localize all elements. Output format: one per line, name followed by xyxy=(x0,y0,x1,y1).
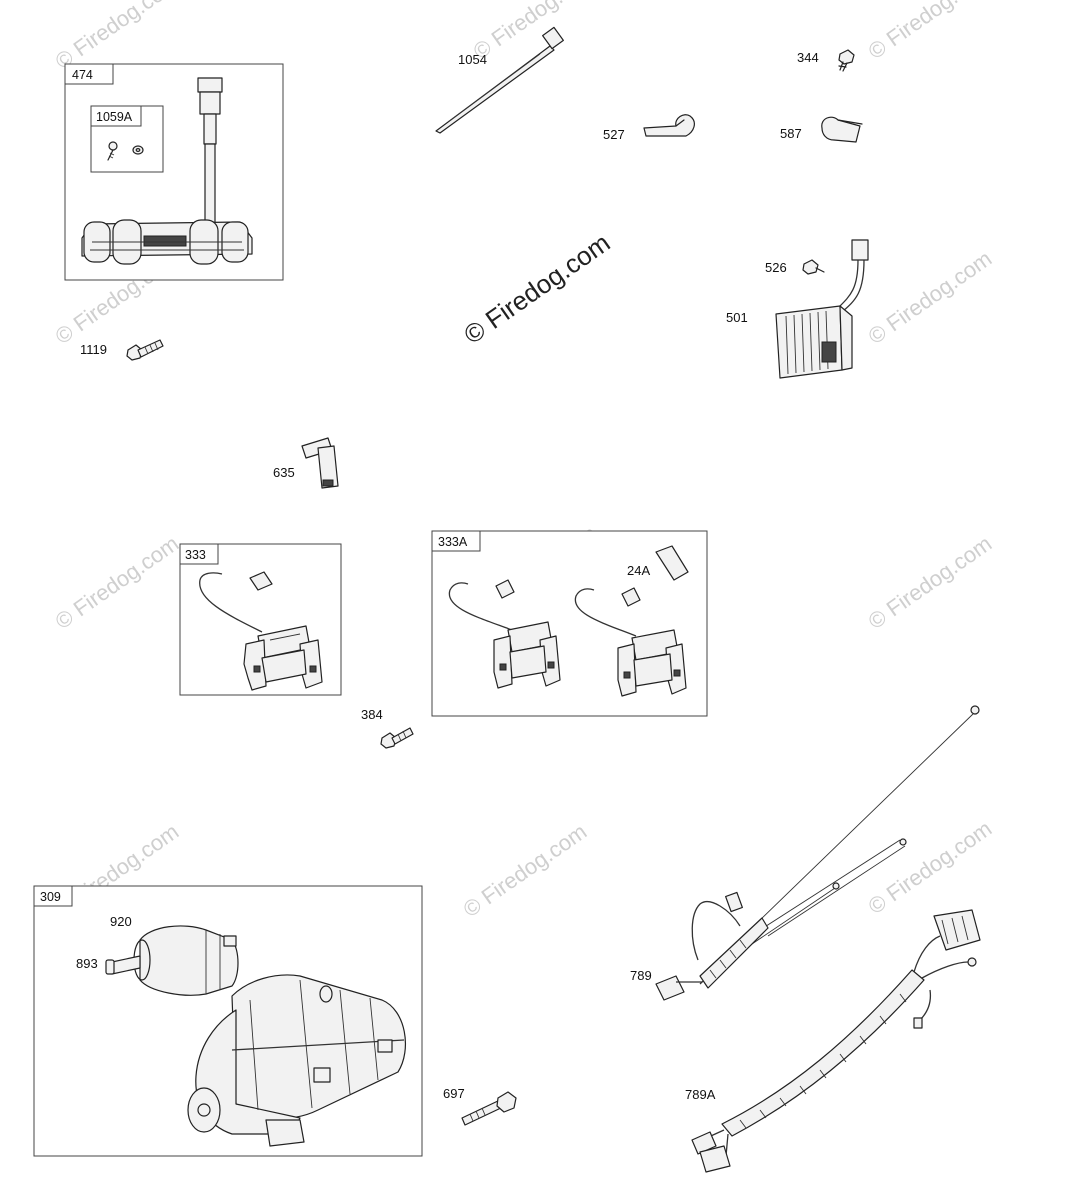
starter-motor xyxy=(187,974,406,1147)
part-384: 384 xyxy=(361,707,414,749)
watermark-10: © Firedog.com xyxy=(459,819,592,922)
part-501-regulator: 526 501 xyxy=(726,239,869,379)
part-635: 635 xyxy=(273,437,339,489)
label-501: 501 xyxy=(726,310,748,325)
part-344: 344 xyxy=(797,49,855,72)
part-587: 587 xyxy=(780,116,863,143)
harness-789: 789 xyxy=(630,705,980,1001)
label-893: 893 xyxy=(76,956,98,971)
label-635: 635 xyxy=(273,465,295,480)
ignition-coil-333 xyxy=(199,571,323,691)
watermark-main: © Firedog.com xyxy=(458,227,615,350)
label-789: 789 xyxy=(630,968,652,983)
label-526: 526 xyxy=(765,260,787,275)
box-309: 309 920 893 xyxy=(33,885,423,1157)
watermark-8: © Firedog.com xyxy=(864,531,997,634)
label-309: 309 xyxy=(40,890,61,904)
part-697: 697 xyxy=(443,1086,517,1126)
watermark-5: © Firedog.com xyxy=(864,246,997,349)
part-527: 527 xyxy=(603,114,695,142)
label-697: 697 xyxy=(443,1086,465,1101)
screw-1059A xyxy=(107,141,144,161)
ignition-coil-333A-left xyxy=(448,579,561,689)
stator-474 xyxy=(81,77,253,265)
label-587: 587 xyxy=(780,126,802,141)
label-527: 527 xyxy=(603,127,625,142)
watermark-1: © Firedog.com xyxy=(51,0,184,74)
ignition-coil-333A-right xyxy=(574,587,687,697)
label-333A: 333A xyxy=(438,535,468,549)
label-789A: 789A xyxy=(685,1087,716,1102)
label-333: 333 xyxy=(185,548,206,562)
watermark-2: © Firedog.com xyxy=(469,0,602,64)
part-1119: 1119 xyxy=(80,339,164,361)
part-1054: 1054 xyxy=(435,26,564,134)
watermark-11: © Firedog.com xyxy=(864,816,997,919)
label-384: 384 xyxy=(361,707,383,722)
label-920: 920 xyxy=(110,914,132,929)
box-333A: 333A 24A xyxy=(431,530,708,717)
label-1054: 1054 xyxy=(458,52,487,67)
label-24A: 24A xyxy=(627,563,650,578)
harness-789A: 789A xyxy=(685,909,981,1173)
label-474: 474 xyxy=(72,68,93,82)
label-1119: 1119 xyxy=(80,342,107,357)
label-1059A: 1059A xyxy=(96,110,133,124)
solenoid-920 xyxy=(105,925,239,996)
box-474: 474 1059A xyxy=(64,63,284,281)
box-333: 333 xyxy=(179,543,342,696)
label-344: 344 xyxy=(797,50,819,65)
watermark-3: © Firedog.com xyxy=(864,0,997,64)
watermark-6: © Firedog.com xyxy=(51,531,184,634)
